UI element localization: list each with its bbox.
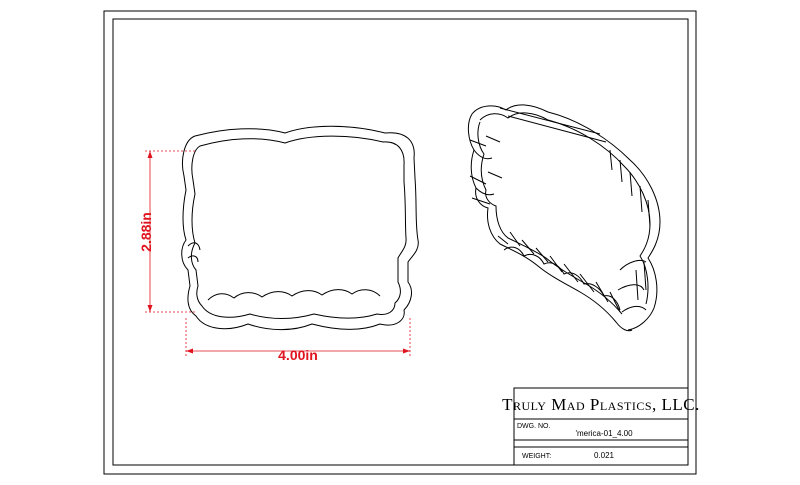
- dwg-no-label: DWG. NO.: [517, 423, 550, 430]
- cutter-front-view: [181, 125, 419, 331]
- company-name: Truly Mad Plastics, LLC.: [502, 395, 700, 414]
- height-dimension: [145, 150, 195, 313]
- weight-label: WEIGHT:: [522, 453, 551, 460]
- cutter-isometric-view: [467, 104, 661, 332]
- title-block: [513, 387, 689, 466]
- width-dimension-label: 4.00in: [278, 347, 318, 363]
- width-dimension: [185, 318, 411, 356]
- weight-value: 0.021: [594, 451, 615, 460]
- outer-border: [103, 10, 697, 475]
- dwg-no-value: 'merica-01_4.00: [575, 429, 633, 438]
- height-dimension-label: 2.88in: [138, 212, 154, 252]
- inner-border: [112, 18, 689, 466]
